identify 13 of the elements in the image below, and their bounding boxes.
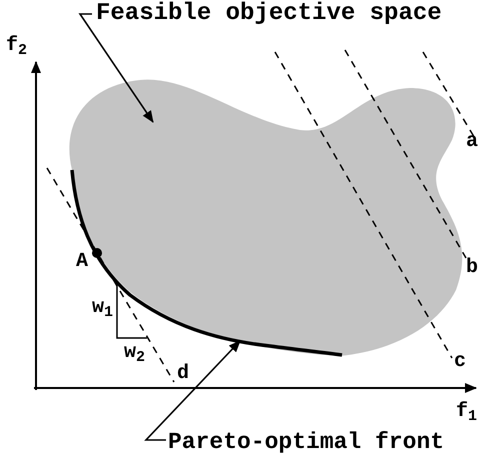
axis-label: f$_{1}$ — [456, 400, 478, 424]
axis-label: f$_{2}$ — [6, 34, 28, 58]
axis-label: w$_{2}$ — [124, 341, 146, 365]
axis-label: A — [76, 250, 88, 274]
leader-arrow — [78, 13, 154, 123]
callout-label: Pareto-optimal front — [168, 426, 444, 455]
axis-label: b — [466, 256, 478, 280]
axis-label: c — [454, 350, 466, 374]
callout-label: Feasible objective space — [96, 0, 442, 30]
leader-arrow — [144, 340, 241, 441]
axis-label: a — [466, 130, 478, 154]
axis-label: d — [177, 362, 190, 386]
axis-label: w$_{1}$ — [92, 296, 114, 320]
